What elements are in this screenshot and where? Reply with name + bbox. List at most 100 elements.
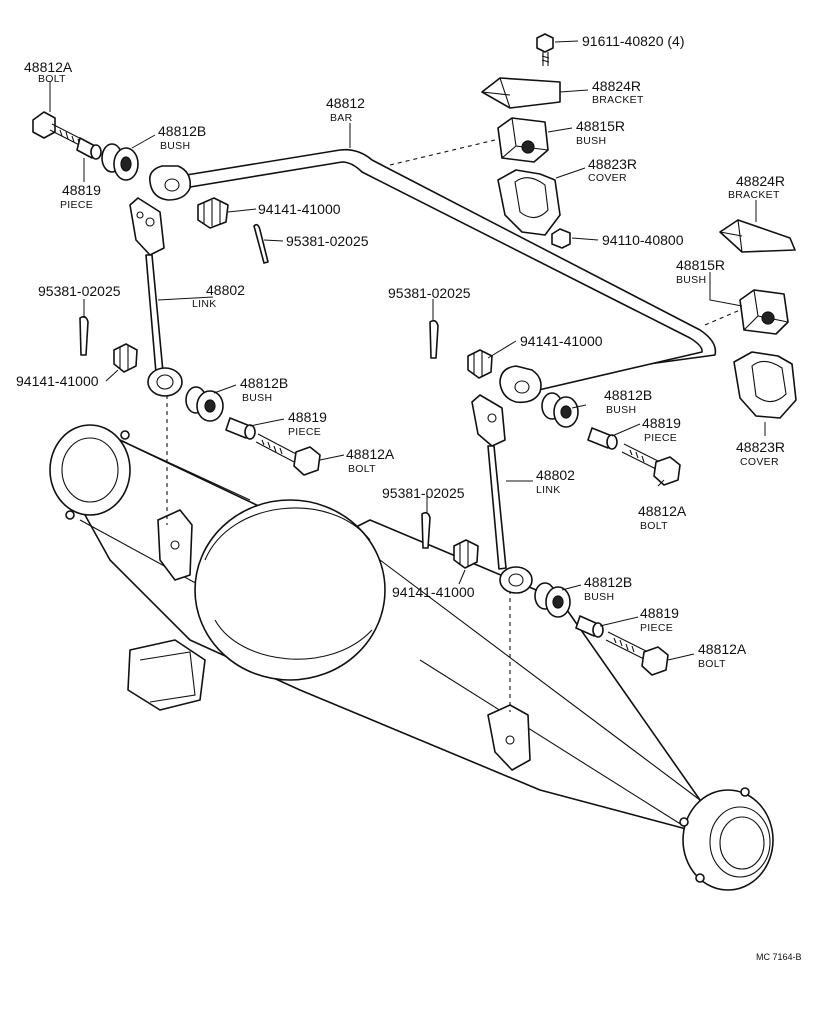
part-name: PIECE (644, 432, 677, 444)
part-name: PIECE (288, 426, 321, 438)
part-name: LINK (192, 298, 217, 310)
bolt-48812a-middle (621, 443, 681, 486)
nut-94110 (551, 228, 571, 249)
cotter-pin-95381-middle (429, 319, 439, 359)
part-number: 48802 (206, 282, 245, 298)
part-name: PIECE (640, 622, 673, 634)
part-number: 48812 (326, 95, 365, 111)
castle-nut-94141-top (197, 197, 229, 229)
piece-48819-bottom (575, 615, 604, 638)
label-bush-right: 48815R BUSH (676, 257, 725, 286)
part-name: COVER (588, 172, 627, 184)
part-name: PIECE (60, 199, 93, 211)
bracket-48824r-top (481, 77, 561, 109)
bolt-48812a-bottom (605, 631, 669, 676)
part-name: BRACKET (592, 94, 644, 106)
label-pin-middle: 95381-02025 (388, 285, 471, 301)
label-bush-top: 48815R BUSH (576, 118, 625, 147)
bolt-48812a-left (255, 433, 321, 476)
link-48802-left (129, 197, 183, 397)
label-piece-middle: 48819 PIECE (642, 415, 681, 444)
diagram-reference-code: MC 7164-B (756, 952, 802, 962)
castle-nut-94141-left (113, 343, 138, 373)
castle-nut-94141-middle (467, 349, 493, 379)
label-piece-bottom: 48819 PIECE (640, 605, 679, 634)
part-number: 48812A (346, 446, 395, 462)
part-number: 48824R (736, 173, 785, 189)
part-name: LINK (536, 484, 561, 496)
label-nut-top: 94141-41000 (258, 201, 341, 217)
label-screw: 91611-40820 (4) (582, 33, 684, 49)
bolt-48812a-top-left (32, 111, 96, 153)
label-bush-bottom: 48812B BUSH (584, 574, 632, 603)
label-bar: 48812 BAR (326, 95, 365, 124)
cover-48823r-right (733, 351, 797, 419)
label-bolt-left: 48812A BOLT (346, 446, 395, 475)
label-bracket-right: 48824R BRACKET (728, 173, 785, 201)
leader-dashed-bar-top (389, 139, 496, 166)
cover-48823r-top (497, 169, 561, 236)
castle-nut-94141-lower (453, 539, 479, 569)
part-number: 48812A (24, 59, 73, 75)
part-name: BUSH (576, 135, 606, 147)
part-number: 48815R (676, 257, 725, 273)
label-link-left: 48802 LINK (192, 282, 245, 310)
part-name: BUSH (606, 404, 636, 416)
leader-dashed-bar-right (704, 309, 741, 326)
part-number: 48812B (158, 123, 206, 139)
label-bracket-top: 48824R BRACKET (592, 78, 644, 106)
part-name: BUSH (676, 274, 706, 286)
stabilizer-bar (148, 148, 717, 404)
part-name: BOLT (38, 73, 66, 85)
piece-48819-middle (587, 427, 618, 450)
part-number: 48815R (576, 118, 625, 134)
part-name: BUSH (242, 392, 272, 404)
part-name: BRACKET (728, 189, 780, 201)
part-number: 48812A (698, 641, 747, 657)
leader-lines (49, 40, 766, 661)
part-name: BAR (330, 112, 353, 124)
label-pin-top: 95381-02025 (286, 233, 369, 249)
part-number: 48819 (62, 182, 101, 198)
label-pin-lower: 95381-02025 (382, 485, 465, 501)
part-name: BOLT (640, 520, 668, 532)
label-bolt-middle: 48812A BOLT (638, 503, 687, 532)
label-bush-top-left: 48812B BUSH (158, 123, 206, 152)
axle-housing (49, 424, 774, 891)
piece-48819-top-left (76, 137, 102, 160)
label-nut-middle: 94141-41000 (520, 333, 603, 349)
label-cover-top: 48823R COVER (588, 156, 637, 184)
part-number: 48812B (584, 574, 632, 590)
part-number: 48819 (642, 415, 681, 431)
cotter-pin-95381-left (79, 315, 89, 356)
bracket-48824r-right (719, 219, 796, 253)
label-link-right: 48802 LINK (536, 467, 575, 496)
bush-48815r-top (497, 117, 549, 163)
label-bush-left: 48812B BUSH (240, 375, 288, 404)
part-name: BOLT (348, 463, 376, 475)
part-name: BUSH (160, 140, 190, 152)
screw-91611 (536, 33, 554, 66)
bush-48812b-bottom (534, 582, 571, 618)
label-nut-left: 94141-41000 (16, 373, 99, 389)
link-48802-right (471, 394, 533, 594)
label-nut-94110: 94110-40800 (602, 232, 684, 248)
part-number: 48819 (288, 409, 327, 425)
part-number: 48802 (536, 467, 575, 483)
part-number: 48812B (604, 387, 652, 403)
cotter-pin-95381-lower (421, 511, 431, 549)
label-piece-left: 48819 PIECE (288, 409, 327, 438)
part-number: 48824R (592, 78, 641, 94)
label-bolt-top-left: 48812A BOLT (24, 59, 73, 85)
label-cover-right: 48823R COVER (736, 439, 785, 468)
bush-48815r-right (739, 289, 789, 335)
label-bolt-bottom: 48812A BOLT (698, 641, 747, 670)
label-nut-lower: 94141-41000 (392, 584, 475, 600)
part-name: BUSH (584, 591, 614, 603)
bush-48812b-top-left (101, 143, 139, 181)
bush-48812b-middle (541, 392, 579, 428)
bush-48812b-left (185, 386, 224, 422)
piece-48819-left (225, 417, 256, 440)
cotter-pin-95381-top (253, 223, 269, 264)
